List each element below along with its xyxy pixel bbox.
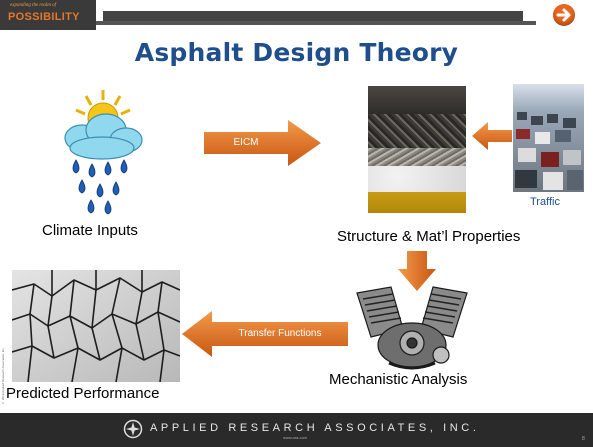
traffic-label: Traffic: [530, 196, 560, 208]
eicm-arrow: [204, 120, 321, 166]
pavement-structure-image: [368, 86, 466, 213]
climate-icon: [64, 90, 143, 215]
transfer-functions-label: Transfer Functions: [238, 328, 322, 339]
down-arrow: [398, 251, 436, 291]
eicm-arrow-label: EICM: [233, 137, 259, 148]
arrow-right-circle-icon[interactable]: [553, 4, 575, 26]
predicted-performance-label: Predicted Performance: [6, 385, 160, 402]
footer-bar: [0, 413, 593, 447]
mechanistic-analysis-label: Mechanistic Analysis: [329, 371, 468, 388]
engine-image: [356, 286, 468, 370]
climate-inputs-label: Climate Inputs: [42, 222, 138, 239]
header-line: [96, 21, 536, 25]
side-copyright: © 2010 Applied Research Associates, Inc.: [1, 347, 5, 405]
logo: expanding the realm of POSSIBILITY: [0, 0, 96, 30]
traffic-arrow: [472, 122, 512, 150]
structure-properties-label: Structure & Mat’l Properties: [337, 228, 521, 245]
page-number: 8: [582, 436, 585, 442]
header-divider: [103, 11, 523, 22]
header-bar: expanding the realm of POSSIBILITY: [0, 0, 593, 30]
transfer-functions-arrow: [182, 311, 348, 357]
logo-word: POSSIBILITY: [8, 11, 80, 23]
footer-url[interactable]: www.ara.com: [283, 435, 308, 440]
cracked-pavement-image: [12, 270, 180, 382]
logo-tagline: expanding the realm of: [10, 3, 57, 8]
slide-title: Asphalt Design Theory: [134, 38, 459, 67]
ara-logo-icon: [123, 419, 143, 439]
footer-company: APPLIED RESEARCH ASSOCIATES, INC.: [150, 422, 480, 434]
traffic-image: [513, 84, 584, 192]
